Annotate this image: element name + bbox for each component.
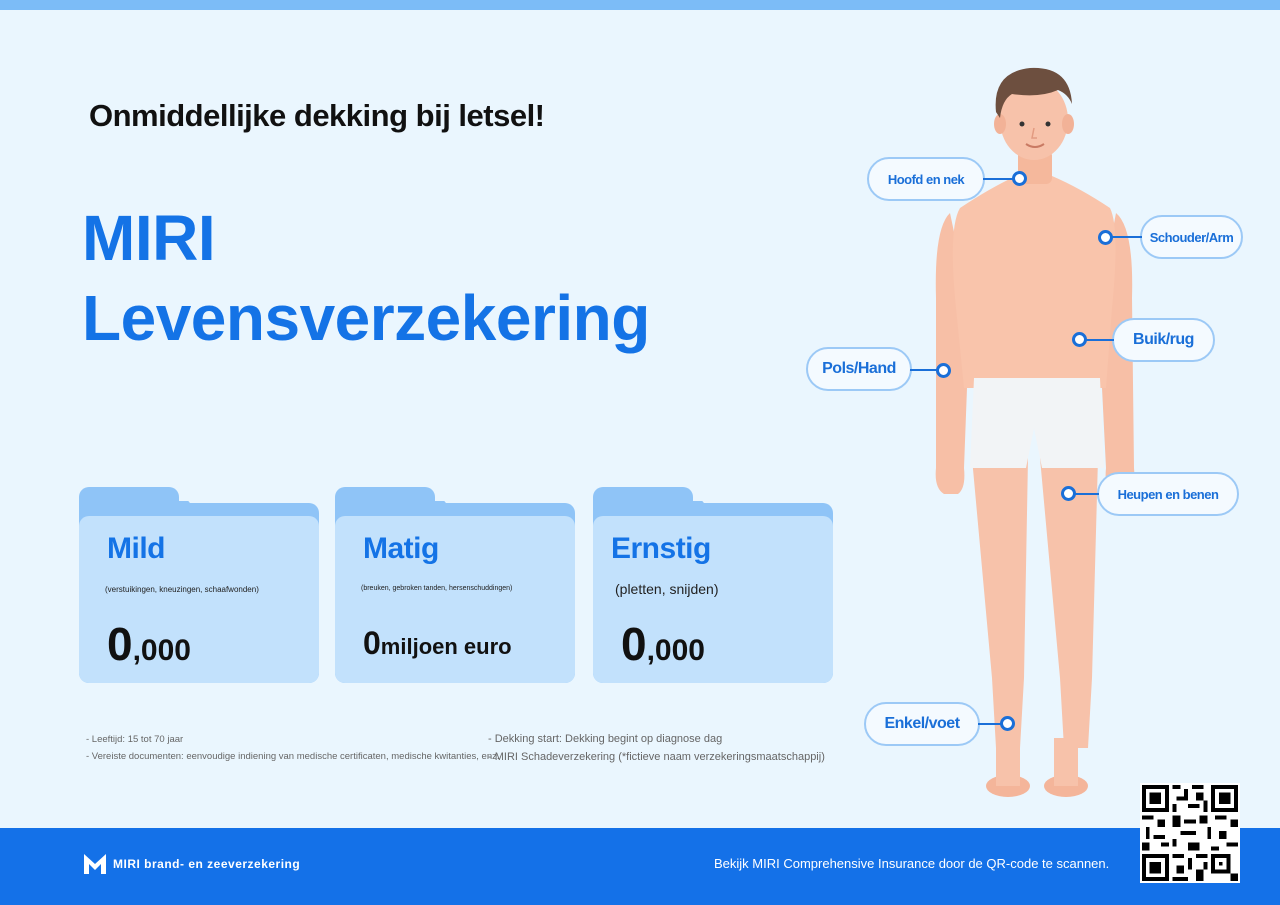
label-wrist-hand: Pols/Hand — [806, 347, 912, 391]
notes-right: - Dekking start: Dekking begint op diagn… — [488, 730, 825, 766]
qr-code[interactable] — [1140, 783, 1240, 883]
card-subtitle: (verstuikingen, kneuzingen, schaafwonden… — [105, 585, 259, 594]
note-item: - Leeftijd: 15 tot 70 jaar — [86, 734, 184, 745]
headline: Onmiddellijke dekking bij letsel! — [89, 98, 545, 133]
marker-dot — [1061, 486, 1076, 501]
marker-dot — [936, 363, 951, 378]
label-hips-legs: Heupen en benen — [1097, 472, 1239, 516]
card-amount: 0,000 — [621, 617, 705, 671]
footer-bar — [0, 828, 1280, 905]
footer-qr-text: Bekijk MIRI Comprehensive Insurance door… — [714, 856, 1110, 871]
card-amount: 0miljoen euro — [363, 625, 512, 662]
note-item: - Vereiste documenten: eenvoudige indien… — [86, 751, 500, 762]
connector-line — [1110, 236, 1142, 238]
connector-line — [978, 723, 1002, 725]
amount-main: 0 — [363, 625, 381, 661]
card-amount: 0,000 — [107, 617, 191, 671]
coverage-card-mild: Mild (verstuikingen, kneuzingen, schaafw… — [79, 487, 319, 683]
note-item: - Dekking start: Dekking begint op diagn… — [488, 733, 723, 745]
connector-line — [1084, 339, 1114, 341]
miri-logo-icon — [84, 854, 106, 874]
folder-front — [335, 516, 575, 683]
title-line-2: Levensverzekering — [82, 282, 650, 354]
label-head-neck: Hoofd en nek — [867, 157, 985, 201]
label-shoulder-arm: Schouder/Arm — [1140, 215, 1243, 259]
label-ankle-foot: Enkel/voet — [864, 702, 980, 746]
top-accent-bar — [0, 0, 1280, 10]
marker-dot — [1000, 716, 1015, 731]
coverage-card-severe: Ernstig (pletten, snijden) 0,000 — [593, 487, 833, 683]
coverage-card-moderate: Matig (breuken, gebroken tanden, hersens… — [335, 487, 575, 683]
amount-main: 0 — [621, 618, 647, 670]
amount-suffix: miljoen euro — [380, 634, 512, 659]
card-title: Ernstig — [611, 532, 711, 565]
connector-line — [1070, 493, 1099, 495]
amount-main: 0 — [107, 618, 133, 670]
page-title: MIRI Levensverzekering — [82, 198, 650, 358]
footer-logo-text: MIRI brand- en zeeverzekering — [113, 857, 301, 871]
folder-front — [79, 516, 319, 683]
note-item: - MIRI Schadeverzekering (*fictieve naam… — [488, 751, 825, 763]
card-title: Matig — [363, 532, 439, 565]
amount-suffix: ,000 — [132, 634, 191, 667]
notes-left: - Leeftijd: 15 tot 70 jaar - Vereiste do… — [86, 731, 500, 765]
card-subtitle: (pletten, snijden) — [615, 581, 719, 597]
folder-front — [593, 516, 833, 683]
marker-dot — [1098, 230, 1113, 245]
marker-dot — [1072, 332, 1087, 347]
marker-dot — [1012, 171, 1027, 186]
connector-line — [983, 178, 1013, 180]
card-subtitle: (breuken, gebroken tanden, hersenschuddi… — [361, 585, 513, 592]
title-line-1: MIRI — [82, 202, 216, 274]
amount-suffix: ,000 — [646, 634, 705, 667]
label-belly-back: Buik/rug — [1112, 318, 1215, 362]
card-title: Mild — [107, 532, 166, 565]
connector-line — [910, 369, 938, 371]
